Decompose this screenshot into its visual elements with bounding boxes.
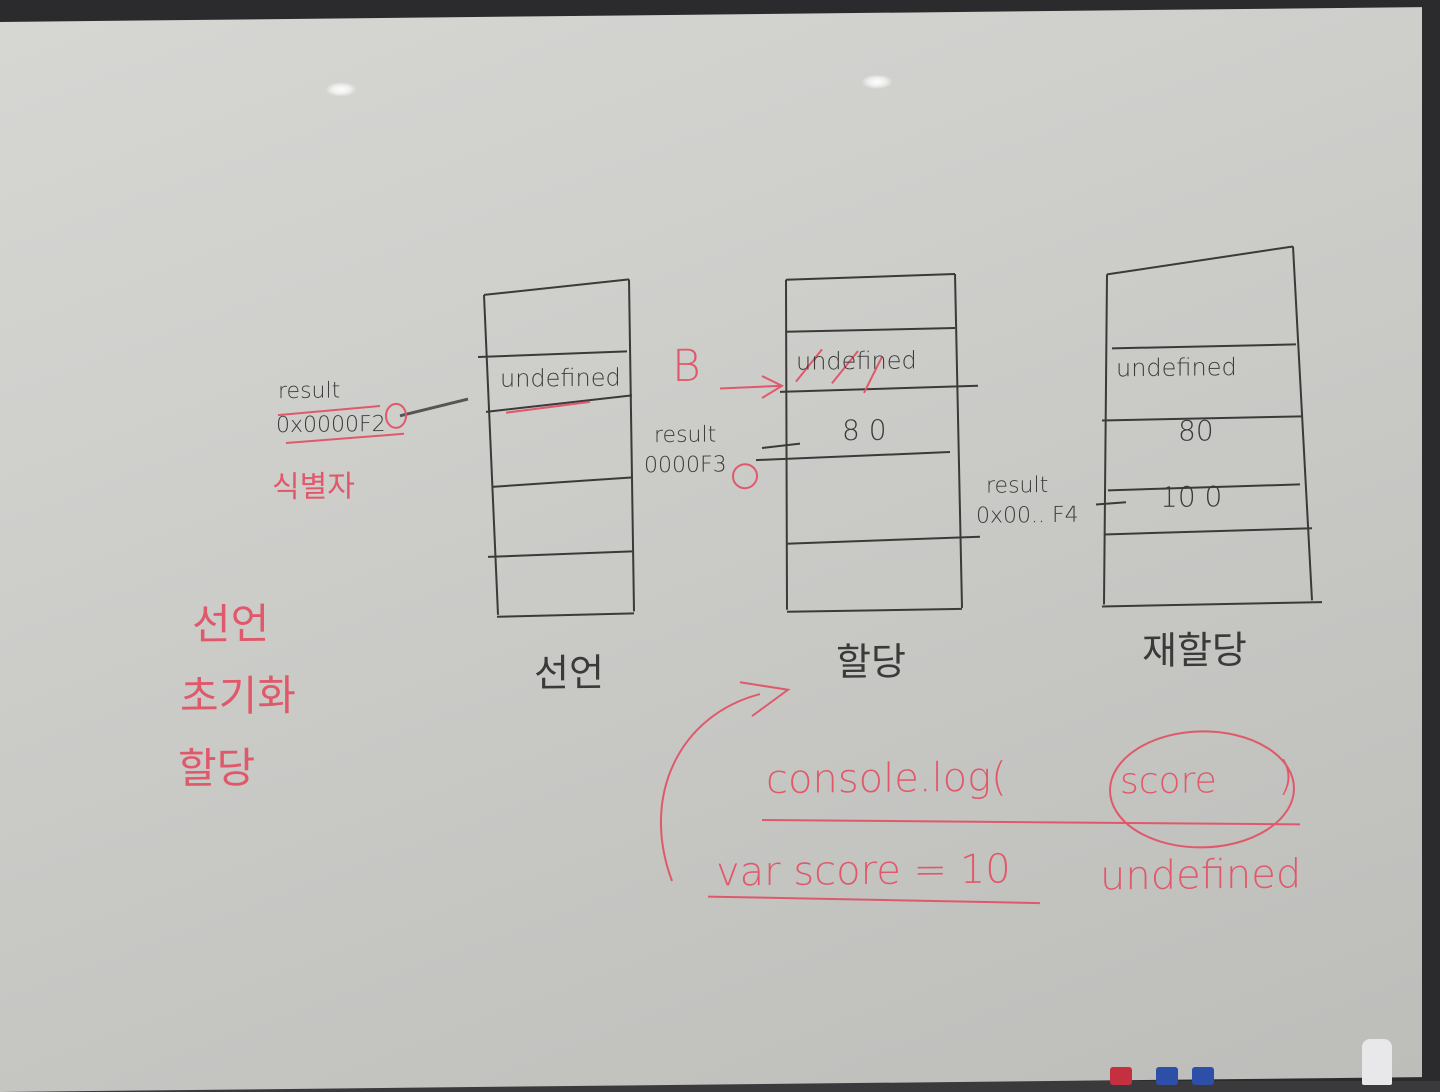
stack-label-declaration: 선언 xyxy=(534,650,604,696)
marker-drawing xyxy=(277,245,1323,905)
blue-marker-cap xyxy=(1156,1067,1178,1085)
code-console-log-close: ) xyxy=(1278,753,1294,800)
stack1-address: 0x0000F2 xyxy=(276,411,386,439)
spray-bottle xyxy=(1362,1039,1392,1085)
note-declaration: 선언 xyxy=(192,599,270,649)
whiteboard-surface: undefined result 0x0000F2 식별자 B undefine… xyxy=(0,7,1422,1092)
code-var-declaration: var score = 10 xyxy=(716,846,1011,896)
red-marker-cap xyxy=(1110,1067,1132,1085)
stack2-address: 0000F3 xyxy=(644,452,727,479)
stack-label-assignment: 할당 xyxy=(836,639,906,685)
stack2-cell-value-2: 8 0 xyxy=(842,413,887,448)
stack1-cell-value: undefined xyxy=(500,363,621,393)
stack3-cell-value-1: undefined xyxy=(1116,353,1237,383)
note-assignment: 할당 xyxy=(178,743,256,794)
note-initialization: 초기화 xyxy=(180,670,296,722)
stack1-var-name: result xyxy=(278,378,341,405)
blue-marker-cap xyxy=(1192,1067,1214,1085)
identifier-note: 식별자 xyxy=(272,469,355,506)
code-undefined-note: undefined xyxy=(1100,851,1302,900)
stack3-address: 0x00.. F4 xyxy=(976,502,1079,529)
stack3-cell-value-2: 80 xyxy=(1178,414,1214,448)
code-circled-identifier: score xyxy=(1120,760,1217,803)
stack2-prefix-letter: B xyxy=(672,340,701,392)
stack-label-reassignment: 재할당 xyxy=(1142,627,1247,674)
stack3-cell-value-3: 10 0 xyxy=(1160,480,1223,514)
stack3-var-name: result xyxy=(986,473,1049,499)
memory-stack-assignment xyxy=(755,272,981,613)
stack2-cell-value-1: undefined xyxy=(796,346,917,376)
stack2-var-name: result xyxy=(654,422,717,449)
code-console-log: console.log( xyxy=(766,754,1007,803)
memory-stack-reassignment xyxy=(1101,245,1323,608)
memory-stack-declaration xyxy=(477,278,635,618)
